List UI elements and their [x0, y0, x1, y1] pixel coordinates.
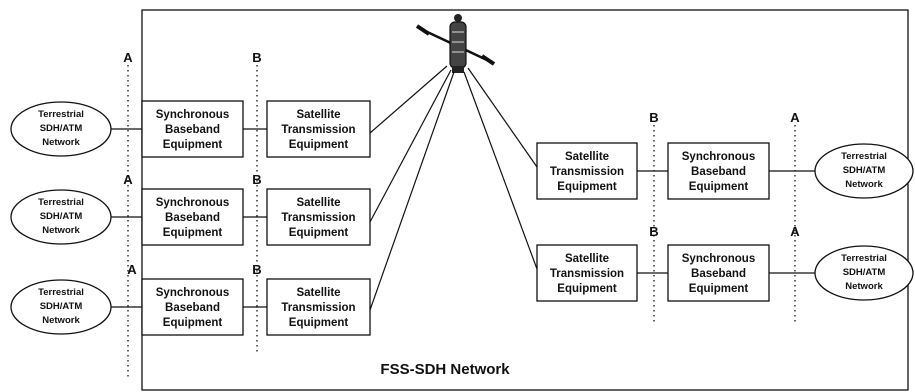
- baseband-label-line: Synchronous: [156, 109, 229, 121]
- interface-b-label: B: [252, 172, 261, 187]
- transmission-label-line: Equipment: [557, 283, 617, 295]
- baseband-label-line: Equipment: [163, 227, 223, 239]
- transmission-label-line: Equipment: [289, 317, 349, 329]
- terrestrial-network-l2: Terrestrial SDH/ATM Network: [10, 189, 112, 245]
- terrestrial-network-label-line: Terrestrial: [38, 109, 84, 120]
- interface-a-label: A: [123, 172, 133, 187]
- interface-b-label: B: [649, 224, 658, 239]
- baseband-label-line: Baseband: [691, 166, 746, 178]
- interface-labels: A A A B B B B B A A: [123, 50, 800, 277]
- baseband-label-line: Synchronous: [682, 253, 755, 265]
- transmission-label-line: Equipment: [289, 227, 349, 239]
- transmission-equipment-l3: Satellite Transmission Equipment: [266, 278, 371, 336]
- transmission-label-line: Satellite: [296, 109, 340, 121]
- satellite-icon: [415, 14, 496, 73]
- baseband-label-line: Equipment: [689, 181, 749, 193]
- baseband-label-line: Baseband: [165, 302, 220, 314]
- uplink-2: [369, 69, 452, 223]
- terrestrial-network-label-line: SDH/ATM: [40, 211, 83, 222]
- terrestrial-network-label-line: SDH/ATM: [843, 267, 886, 278]
- interface-b-label: B: [252, 50, 261, 65]
- baseband-label-line: Equipment: [689, 283, 749, 295]
- terrestrial-network-label-line: SDH/ATM: [40, 301, 83, 312]
- transmission-label-line: Equipment: [557, 181, 617, 193]
- baseband-equipment-l1: Synchronous Baseband Equipment: [141, 100, 244, 158]
- interface-b-label: B: [252, 262, 261, 277]
- terrestrial-network-label-line: SDH/ATM: [843, 165, 886, 176]
- transmission-label-line: Transmission: [281, 124, 355, 136]
- baseband-equipment-r1: Synchronous Baseband Equipment: [667, 142, 770, 200]
- terrestrial-network-label-line: SDH/ATM: [40, 123, 83, 134]
- transmission-equipment-r1: Satellite Transmission Equipment: [536, 142, 638, 200]
- downlink-1: [467, 67, 538, 168]
- transmission-label-line: Satellite: [565, 151, 609, 163]
- baseband-label-line: Equipment: [163, 139, 223, 151]
- terrestrial-network-label-line: Network: [42, 137, 80, 148]
- transmission-label-line: Transmission: [281, 212, 355, 224]
- terrestrial-network-label-line: Terrestrial: [841, 151, 887, 162]
- terrestrial-network-r1: Terrestrial SDH/ATM Network: [814, 143, 914, 199]
- baseband-label-line: Synchronous: [682, 151, 755, 163]
- baseband-label-line: Baseband: [165, 212, 220, 224]
- baseband-label-line: Baseband: [165, 124, 220, 136]
- transmission-equipment-l1: Satellite Transmission Equipment: [266, 100, 371, 158]
- transmission-label-line: Satellite: [565, 253, 609, 265]
- terrestrial-network-label-line: Terrestrial: [38, 287, 84, 298]
- connection-lines: [111, 128, 815, 308]
- baseband-equipment-l2: Synchronous Baseband Equipment: [141, 188, 244, 246]
- uplink-3: [369, 71, 455, 311]
- terrestrial-network-label-line: Network: [845, 179, 883, 190]
- terrestrial-network-r2: Terrestrial SDH/ATM Network: [814, 245, 914, 301]
- transmission-label-line: Equipment: [289, 139, 349, 151]
- baseband-label-line: Synchronous: [156, 287, 229, 299]
- transmission-label-line: Transmission: [281, 302, 355, 314]
- terrestrial-network-label-line: Network: [845, 281, 883, 292]
- terrestrial-network-label-line: Network: [42, 315, 80, 326]
- interface-a-label: A: [123, 50, 133, 65]
- baseband-label-line: Synchronous: [156, 197, 229, 209]
- uplink-1: [369, 65, 448, 134]
- baseband-equipment-l3: Synchronous Baseband Equipment: [141, 278, 244, 336]
- terrestrial-network-label-line: Terrestrial: [841, 253, 887, 264]
- interface-a-label: A: [127, 262, 137, 277]
- interface-a-label: A: [790, 224, 800, 239]
- terrestrial-network-l3: Terrestrial SDH/ATM Network: [10, 279, 112, 335]
- interface-b-label: B: [649, 110, 658, 125]
- terrestrial-network-label-line: Terrestrial: [38, 197, 84, 208]
- satellite-links: [369, 65, 538, 311]
- downlink-2: [463, 71, 538, 270]
- baseband-label-line: Equipment: [163, 317, 223, 329]
- transmission-label-line: Transmission: [550, 268, 624, 280]
- baseband-label-line: Baseband: [691, 268, 746, 280]
- transmission-label-line: Satellite: [296, 287, 340, 299]
- transmission-equipment-r2: Satellite Transmission Equipment: [536, 244, 638, 302]
- network-label: FSS-SDH Network: [380, 361, 510, 378]
- transmission-label-line: Transmission: [550, 166, 624, 178]
- transmission-label-line: Satellite: [296, 197, 340, 209]
- interface-a-label: A: [790, 110, 800, 125]
- interface-lines: [127, 65, 796, 380]
- transmission-equipment-l2: Satellite Transmission Equipment: [266, 188, 371, 246]
- baseband-equipment-r2: Synchronous Baseband Equipment: [667, 244, 770, 302]
- terrestrial-network-l1: Terrestrial SDH/ATM Network: [10, 101, 112, 157]
- terrestrial-network-label-line: Network: [42, 225, 80, 236]
